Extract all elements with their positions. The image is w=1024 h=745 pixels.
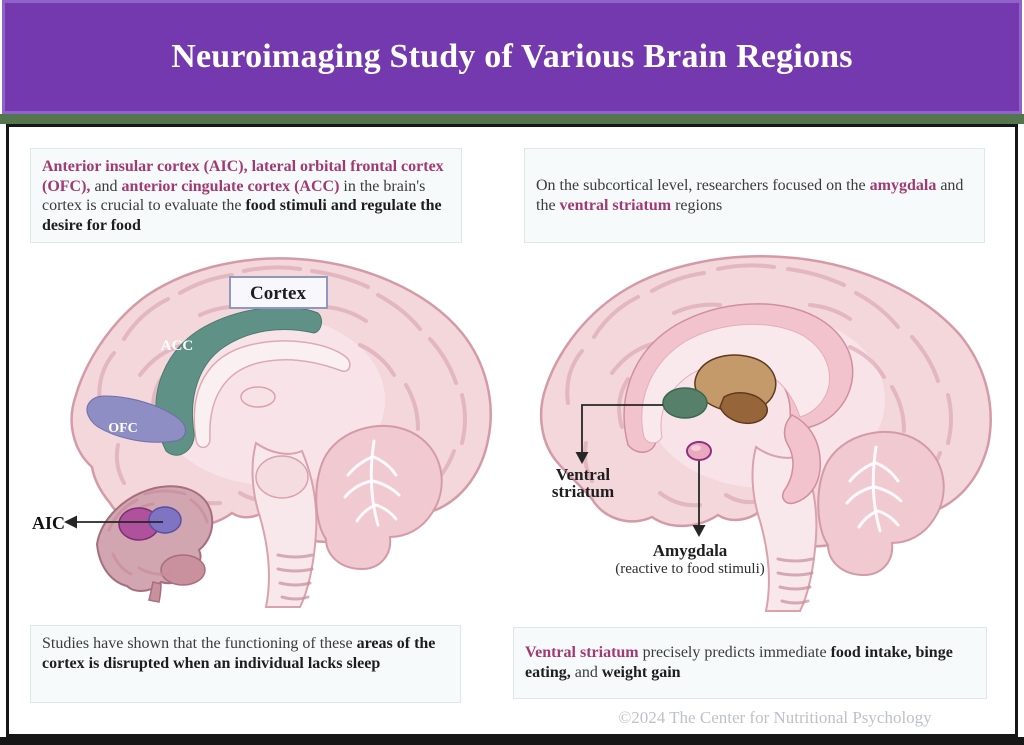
header-banner: Neuroimaging Study of Various Brain Regi…: [2, 0, 1022, 114]
info-box-sleep-finding-text: Studies have shown that the functioning …: [42, 635, 436, 672]
cortex-label: Cortex: [250, 283, 306, 304]
right-medulla-striations: [776, 557, 814, 605]
info-box-striatum-finding-text: Ventral striatum precisely predicts imme…: [525, 644, 953, 681]
amygdala-sublabel: (reactive to food stimuli): [615, 561, 765, 577]
thalamus-region: [719, 392, 768, 425]
info-box-cortex-intro: Anterior insular cortex (AIC), lateral o…: [30, 148, 462, 243]
right-cerebellum-branches: [845, 445, 903, 533]
ventral-striatum-label-line1: Ventral: [556, 465, 610, 484]
ofc-label: OFC: [108, 421, 138, 436]
acc-region: [155, 306, 322, 456]
corpus-callosum: [193, 340, 351, 449]
amygdala-label: Amygdala: [653, 541, 728, 560]
cortex-callout-box: [229, 276, 328, 309]
ventral-striatum-arrow: [575, 404, 663, 464]
small-brain-cerebellum: [160, 554, 206, 586]
copyright-notice: ©2024 The Center for Nutritional Psychol…: [618, 708, 932, 727]
medulla-striations: [276, 553, 314, 601]
left-brain-figure: ACC OFC Cortex AIC: [32, 257, 492, 608]
green-divider-strip: [0, 114, 1024, 124]
right-cerebellum: [817, 430, 945, 577]
amygdala-arrow: [692, 461, 706, 537]
info-box-subcortical-intro-text: On the subcortical level, researchers fo…: [536, 176, 964, 214]
acc-label: ACC: [161, 338, 194, 354]
info-box-subcortical-intro: On the subcortical level, researchers fo…: [524, 148, 985, 243]
page-title: Neuroimaging Study of Various Brain Regi…: [171, 38, 853, 75]
small-brain-stem: [148, 581, 162, 603]
ventral-striatum-region: [662, 387, 708, 419]
aic-label: AIC: [32, 513, 65, 533]
ventral-striatum-label-line2: striatum: [552, 482, 614, 501]
left-cerebellum: [315, 424, 443, 571]
bottom-black-bar: [0, 737, 1024, 745]
aic-arrow: [64, 515, 163, 529]
left-cerebellum-branches: [343, 439, 401, 527]
right-brain-figure: Ventral striatum Amygdala (reactive to f…: [539, 255, 992, 612]
info-box-cortex-intro-text: Anterior insular cortex (AIC), lateral o…: [42, 158, 444, 234]
insula-violet-region: [148, 506, 182, 534]
pons: [255, 455, 309, 499]
info-box-striatum-finding: Ventral striatum precisely predicts imme…: [513, 627, 987, 699]
amygdala-highlight: [691, 445, 701, 451]
info-box-sleep-finding: Studies have shown that the functioning …: [30, 625, 461, 703]
ofc-region: [86, 395, 186, 443]
thalamus-outline: [240, 386, 276, 408]
amygdala-region: [686, 441, 712, 461]
small-aic-brain: [95, 485, 214, 603]
hippocampal-tail-band: [782, 414, 821, 505]
right-brain-gyri: [565, 263, 953, 508]
